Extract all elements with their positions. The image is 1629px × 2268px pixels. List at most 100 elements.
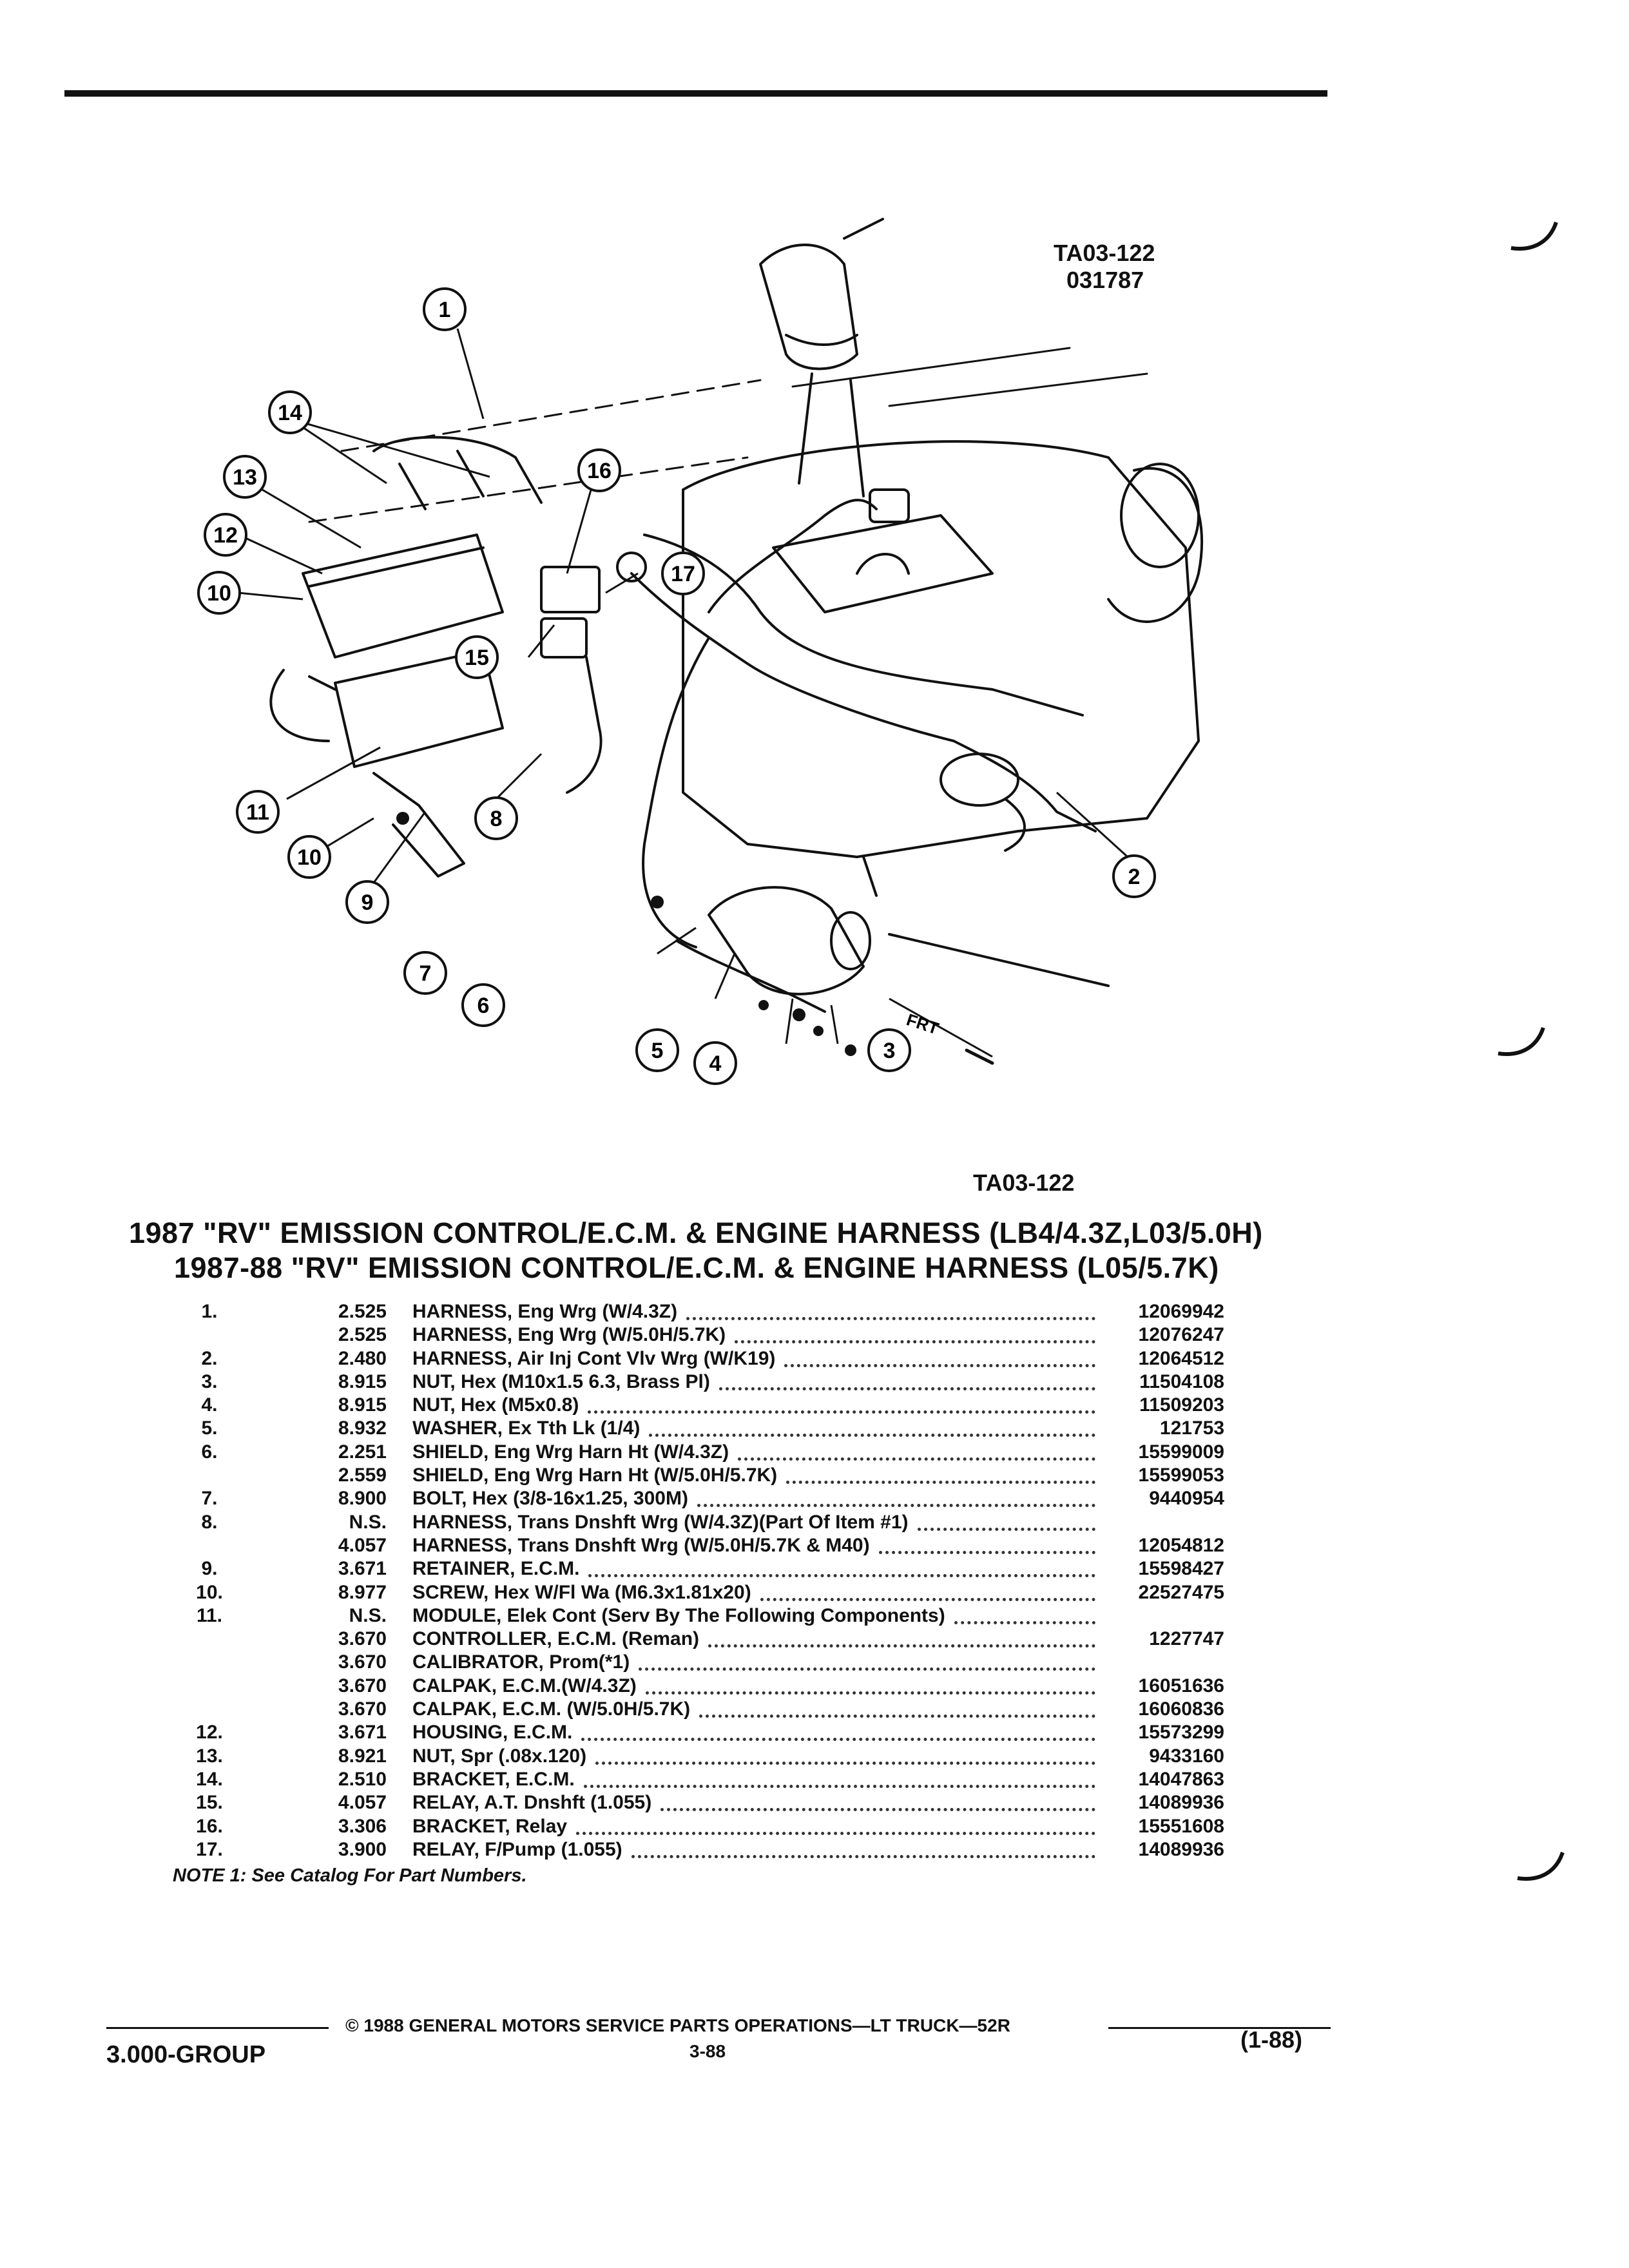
part-description: SCREW, Hex W/Fl Wa (M6.3x1.81x20) bbox=[412, 1581, 751, 1603]
svg-text:10: 10 bbox=[297, 845, 322, 870]
svg-text:7: 7 bbox=[419, 961, 432, 986]
svg-text:9: 9 bbox=[361, 890, 374, 915]
group-number: 3.900 bbox=[338, 1838, 387, 1860]
leader-dots bbox=[649, 1417, 1095, 1437]
part-description: CALPAK, E.C.M.(W/4.3Z) bbox=[412, 1675, 637, 1696]
callout-11-icon: 11 bbox=[236, 790, 280, 834]
part-description: HARNESS, Air Inj Cont Vlv Wrg (W/K19) bbox=[412, 1347, 776, 1369]
part-description: BRACKET, E.C.M. bbox=[412, 1768, 575, 1790]
leader-dots bbox=[708, 1628, 1095, 1648]
figure-date-code: 031787 bbox=[1066, 267, 1144, 293]
title-line-1: 1987 "RV" EMISSION CONTROL/E.C.M. & ENGI… bbox=[129, 1216, 1263, 1249]
table-row: 4.057 HARNESS, Trans Dnshft Wrg (W/5.0H/5… bbox=[155, 1534, 1224, 1557]
item-number: 6. bbox=[201, 1441, 218, 1463]
front-label: FRT bbox=[904, 1010, 941, 1038]
item-number: 4. bbox=[201, 1394, 218, 1416]
part-description: HARNESS, Trans Dnshft Wrg (W/4.3Z)(Part … bbox=[412, 1511, 909, 1533]
part-number: 12064512 bbox=[1138, 1347, 1224, 1369]
part-description: HOUSING, E.C.M. bbox=[412, 1722, 573, 1744]
part-description: HARNESS, Eng Wrg (W/4.3Z) bbox=[412, 1301, 678, 1322]
group-number: 2.525 bbox=[338, 1301, 387, 1322]
item-number: 13. bbox=[196, 1745, 223, 1767]
leader-dots bbox=[697, 1487, 1095, 1508]
group-number: 8.900 bbox=[338, 1488, 387, 1510]
group-number: N.S. bbox=[349, 1511, 387, 1533]
svg-text:10: 10 bbox=[207, 581, 231, 606]
leader-dots bbox=[686, 1300, 1095, 1320]
group-number: 2.525 bbox=[338, 1324, 387, 1346]
item-number: 15. bbox=[196, 1792, 223, 1814]
leader-dots bbox=[918, 1511, 1095, 1531]
callout-15-icon: 15 bbox=[455, 635, 499, 679]
part-description: SHIELD, Eng Wrg Harn Ht (W/4.3Z) bbox=[412, 1441, 729, 1463]
leader-dots bbox=[735, 1323, 1095, 1344]
callout-1-icon: 1 bbox=[423, 287, 467, 331]
part-number: 15551608 bbox=[1138, 1815, 1224, 1837]
item-number: 17. bbox=[196, 1838, 223, 1860]
callout-14-icon: 14 bbox=[268, 390, 312, 434]
svg-text:4: 4 bbox=[709, 1052, 722, 1076]
group-label: 3.000-GROUP bbox=[106, 2041, 266, 2068]
engine-harness-illustration: 1 14 13 12 10 16 17 15 11 8 10 9 2 7 6 5… bbox=[197, 218, 1204, 1085]
part-number: 15599053 bbox=[1138, 1465, 1224, 1486]
part-number: 14047863 bbox=[1138, 1768, 1224, 1790]
title-line-2: 1987-88 "RV" EMISSION CONTROL/E.C.M. & E… bbox=[174, 1251, 1219, 1284]
group-number: 2.480 bbox=[338, 1347, 387, 1369]
table-row: 17. 3.900 RELAY, F/Pump (1.055) 14089936 bbox=[155, 1838, 1224, 1861]
footer-rule-left bbox=[106, 2027, 329, 2029]
group-number: 3.670 bbox=[338, 1651, 387, 1673]
part-number: 22527475 bbox=[1138, 1581, 1224, 1603]
leader-dots bbox=[784, 1347, 1095, 1367]
part-description: HARNESS, Trans Dnshft Wrg (W/5.0H/5.7K &… bbox=[412, 1534, 870, 1556]
part-description: RELAY, F/Pump (1.055) bbox=[412, 1838, 622, 1860]
table-row: 2.525 HARNESS, Eng Wrg (W/5.0H/5.7K) 12076… bbox=[155, 1323, 1224, 1347]
callout-16-icon: 16 bbox=[577, 448, 621, 492]
margin-mark-icon bbox=[1498, 1026, 1545, 1056]
callout-7-icon: 7 bbox=[403, 951, 447, 995]
group-number: 8.977 bbox=[338, 1581, 387, 1603]
callout-2-icon: 2 bbox=[1112, 854, 1156, 898]
group-number: 3.670 bbox=[338, 1628, 387, 1650]
group-number: 4.057 bbox=[338, 1534, 387, 1556]
leader-dots bbox=[576, 1815, 1095, 1835]
part-number: 12076247 bbox=[1138, 1324, 1224, 1346]
group-number: 8.921 bbox=[338, 1745, 387, 1767]
leader-dots bbox=[719, 1370, 1095, 1390]
group-number: 2.559 bbox=[338, 1465, 387, 1486]
svg-text:5: 5 bbox=[651, 1039, 664, 1063]
leader-dots bbox=[786, 1464, 1095, 1485]
item-number: 7. bbox=[201, 1488, 218, 1510]
part-number: 9440954 bbox=[1149, 1488, 1224, 1510]
part-description: RETAINER, E.C.M. bbox=[412, 1558, 580, 1580]
callout-12-icon: 12 bbox=[204, 513, 247, 557]
part-number: 15573299 bbox=[1138, 1722, 1224, 1744]
callout-6-icon: 6 bbox=[461, 983, 505, 1027]
part-number: 121753 bbox=[1159, 1418, 1224, 1439]
svg-text:8: 8 bbox=[490, 807, 503, 831]
group-number: 3.671 bbox=[338, 1722, 387, 1744]
part-description: HARNESS, Eng Wrg (W/5.0H/5.7K) bbox=[412, 1324, 726, 1346]
part-number: 14089936 bbox=[1138, 1838, 1224, 1860]
table-row: 3.670 CALIBRATOR, Prom(*1) bbox=[155, 1651, 1224, 1674]
callout-9-icon: 9 bbox=[345, 880, 389, 924]
group-number: N.S. bbox=[349, 1604, 387, 1626]
part-description: CALIBRATOR, Prom(*1) bbox=[412, 1651, 630, 1673]
leader-dots bbox=[588, 1557, 1095, 1578]
leader-dots bbox=[646, 1675, 1095, 1695]
leader-dots bbox=[639, 1651, 1095, 1671]
margin-mark-icon bbox=[1510, 221, 1558, 251]
svg-text:11: 11 bbox=[246, 800, 269, 825]
part-description: NUT, Hex (M10x1.5 6.3, Brass Pl) bbox=[412, 1370, 710, 1392]
callout-10b-icon: 10 bbox=[287, 835, 331, 879]
leader-dots bbox=[588, 1394, 1095, 1414]
top-rule bbox=[64, 90, 1327, 97]
leader-dots bbox=[879, 1534, 1095, 1554]
